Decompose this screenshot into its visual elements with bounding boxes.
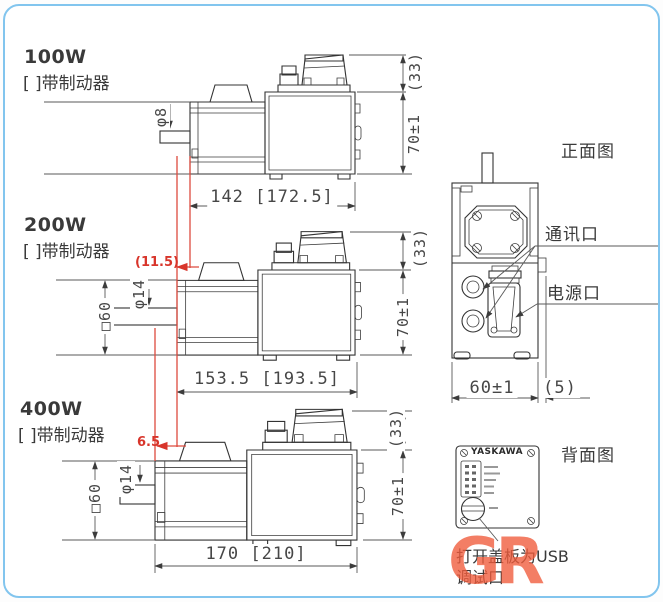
dim-400w-flange: □60 (86, 479, 104, 517)
front-view-title: 正面图 (561, 142, 615, 162)
usb-note-line2: 调试口 (456, 568, 505, 587)
led-indicators (465, 465, 476, 494)
yaskawa-logo: YASKAWA (471, 447, 523, 457)
dim-200w-length: 153.5 [193.5] (190, 369, 344, 389)
usb-note-line1: 打开盖板为USB (456, 547, 569, 566)
dim-400w-connector-height: (33) (387, 404, 405, 452)
dim-100w-length: 142 [172.5] (207, 187, 337, 207)
usb-cover-micro-label (489, 507, 498, 509)
back-view-title: 背面图 (561, 446, 615, 466)
dim-400w-length: 170 [210] (202, 544, 310, 564)
motor-200w-power-label: 200W (24, 214, 87, 236)
motor-200w-brake-note: [ ]带制动器 (23, 242, 110, 262)
motor-400w-power-label: 400W (20, 398, 83, 420)
back-view-drawing (455, 445, 540, 542)
dim-200w-connector-height: (33) (411, 224, 429, 272)
dim-100w-height: 70±1 (405, 110, 423, 158)
dim-front-width: 60±1 (466, 378, 518, 398)
power-port-label: 电源口 (547, 284, 601, 304)
motor-100w-brake-note: [ ]带制动器 (23, 74, 110, 94)
dim-200w-offset: (11.5) (135, 255, 179, 270)
dim-400w-offset: 6.5 (137, 435, 161, 450)
motor-100w-power-label: 100W (24, 46, 87, 68)
dim-100w-shaft-dia: φ8 (152, 103, 170, 131)
red-offset-lines (154, 156, 199, 461)
dim-200w-height: 70±1 (394, 293, 412, 341)
motor-400w-brake-note: [ ]带制动器 (18, 426, 105, 446)
dim-200w-flange: □60 (96, 297, 114, 335)
dim-100w-connector-height: (33) (406, 48, 424, 96)
watermark-logo: GR (448, 525, 545, 599)
dim-200w-shaft-dia: φ14 (130, 275, 148, 313)
led-labels (484, 466, 500, 494)
dim-400w-shaft-dia: φ14 (117, 460, 135, 498)
dim-400w-height: 70±1 (389, 472, 407, 520)
front-view-drawing (451, 152, 658, 403)
comm-port-label: 通讯口 (545, 225, 599, 245)
dim-front-side: (5) (540, 378, 580, 398)
